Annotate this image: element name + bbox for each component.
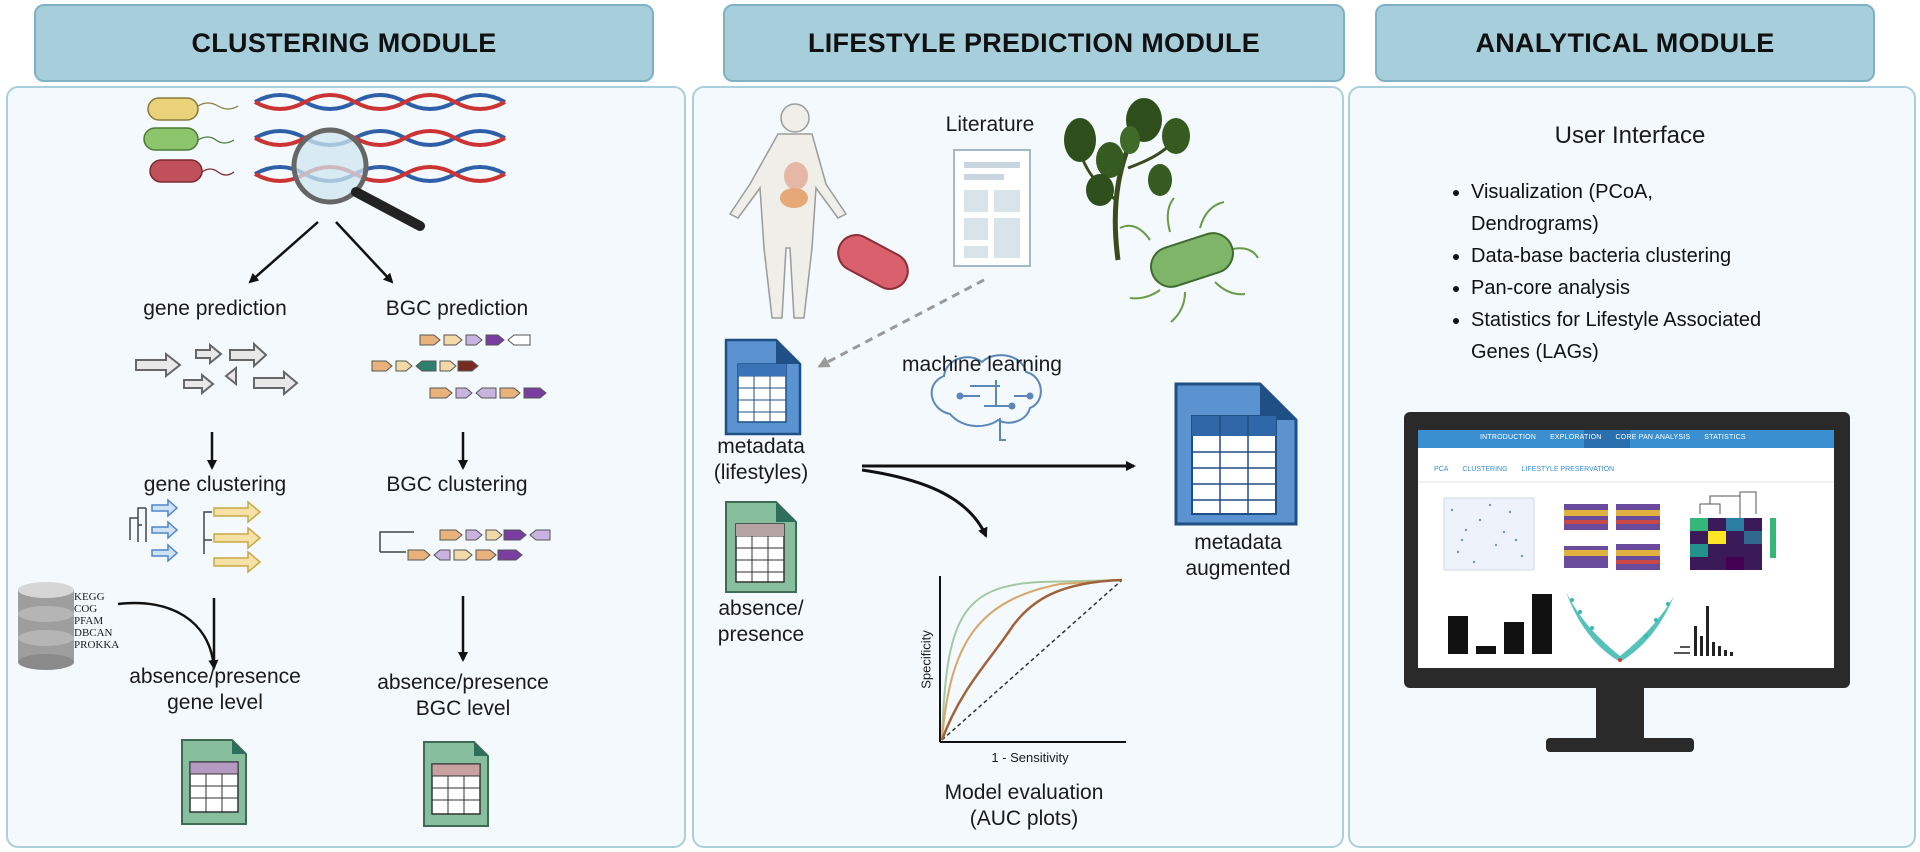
- literature-label: Literature: [945, 113, 1035, 136]
- ui-bullet-statistics: Statistics for Lifestyle AssociatedGenes…: [1471, 304, 1887, 368]
- gene-prediction-label: gene prediction: [143, 297, 287, 320]
- bgc-clustering-label: BGC clustering: [386, 473, 528, 496]
- absence-presence-label: absence/ presence: [700, 596, 822, 648]
- clustering-module-title: CLUSTERING MODULE: [191, 27, 497, 58]
- ui-bullet-pan-core: Pan-core analysis: [1471, 272, 1887, 304]
- metadata-line2: (lifestyles): [713, 461, 809, 484]
- database-kegg: KEGG: [74, 591, 105, 603]
- plant-icon: [1064, 98, 1190, 261]
- gene-level-label: absence/presence gene level: [108, 664, 322, 716]
- metadata-augmented-label: metadata augmented: [1170, 530, 1306, 582]
- clustering-panel: [6, 86, 686, 848]
- database-pfam: PFAM: [74, 615, 104, 627]
- bgc-table-doc-icon: [423, 741, 489, 827]
- ui-bullet-visualization: Visualization (PCoA,Dendrograms): [1471, 176, 1887, 240]
- screen-subtab-lifestyle: LIFESTYLE PRESERVATION: [1521, 466, 1615, 473]
- bgc-arrows-icon: [371, 334, 547, 399]
- bgc-level-label: absence/presence BGC level: [356, 670, 570, 722]
- auc-xlabel: 1 - Sensitivity: [991, 750, 1069, 765]
- auc-plot: [939, 576, 1126, 743]
- literature-doc-icon: [953, 149, 1031, 267]
- screen-tabs: INTRODUCTION EXPLORATION CORE PAN ANALYS…: [1480, 434, 1746, 441]
- bacteria-icon: [143, 97, 239, 183]
- ui-title: User Interface: [1554, 122, 1706, 149]
- screen-subtabs: PCA CLUSTERING LIFESTYLE PRESERVATION: [1434, 466, 1614, 473]
- metadata-lifestyles-label: metadata (lifestyles): [700, 434, 822, 486]
- augmented-line1: metadata: [1194, 531, 1282, 554]
- model-evaluation-label: Model evaluation (AUC plots): [904, 780, 1144, 832]
- gene-dendrogram-icon: [129, 507, 212, 554]
- database-icon: [18, 582, 74, 670]
- auc-ylabel: Specificity: [918, 630, 934, 689]
- screen-subtab-clustering: CLUSTERING: [1462, 466, 1508, 473]
- bgc-cluster-icon: [379, 529, 551, 561]
- absence-line1: absence/: [718, 597, 804, 620]
- monitor-icon: [1404, 412, 1850, 752]
- clustering-module-header: CLUSTERING MODULE: [34, 4, 654, 82]
- pink-bacterium-icon: [837, 234, 909, 290]
- gene-level-line2: gene level: [167, 691, 263, 714]
- database-list: KEGG COG PFAM DBCAN PROKKA: [74, 591, 119, 651]
- model-eval-line1: Model evaluation: [944, 781, 1104, 804]
- absence-presence-doc-icon: [725, 501, 797, 593]
- augmented-line2: augmented: [1185, 557, 1291, 580]
- screen-subtab-pca: PCA: [1434, 466, 1449, 473]
- screen-tab-introduction: INTRODUCTION: [1480, 434, 1537, 441]
- database-cog: COG: [74, 603, 98, 615]
- machine-learning-label: machine learning: [902, 353, 1062, 376]
- analytical-module-header: ANALYTICAL MODULE: [1375, 4, 1875, 82]
- magnifier-icon: [291, 127, 425, 231]
- database-dbcan: DBCAN: [74, 627, 113, 639]
- gene-clustering-label: gene clustering: [143, 473, 287, 496]
- gene-level-line1: absence/presence: [129, 665, 301, 688]
- gene-arrows-icon: [135, 341, 299, 397]
- metadata-line1: metadata: [717, 435, 805, 458]
- ui-bullet-database-clustering: Data-base bacteria clustering: [1471, 240, 1887, 272]
- gene-table-doc-icon: [181, 739, 247, 825]
- model-eval-line2: (AUC plots): [969, 807, 1079, 830]
- lifestyle-module-header: LIFESTYLE PREDICTION MODULE: [723, 4, 1345, 82]
- metadata-augmented-doc-icon: [1174, 382, 1298, 526]
- brain-icon: [930, 354, 1042, 441]
- screen-tab-exploration: EXPLORATION: [1550, 434, 1602, 441]
- database-prokka: PROKKA: [74, 639, 120, 651]
- analytical-module-title: ANALYTICAL MODULE: [1475, 27, 1775, 58]
- absence-line2: presence: [717, 623, 805, 646]
- screen-tab-core-pan: CORE PAN ANALYSIS: [1615, 434, 1691, 441]
- bgc-level-line2: BGC level: [415, 697, 511, 720]
- ui-feature-list: Visualization (PCoA,Dendrograms) Data-ba…: [1447, 176, 1887, 368]
- bgc-level-line1: absence/presence: [377, 671, 549, 694]
- human-body-icon: [728, 103, 848, 319]
- screen-tab-statistics: STATISTICS: [1704, 434, 1746, 441]
- metadata-doc-icon: [724, 338, 802, 436]
- lifestyle-module-title: LIFESTYLE PREDICTION MODULE: [807, 27, 1261, 58]
- green-bacterium-icon: [1119, 197, 1259, 323]
- bgc-prediction-label: BGC prediction: [385, 297, 529, 320]
